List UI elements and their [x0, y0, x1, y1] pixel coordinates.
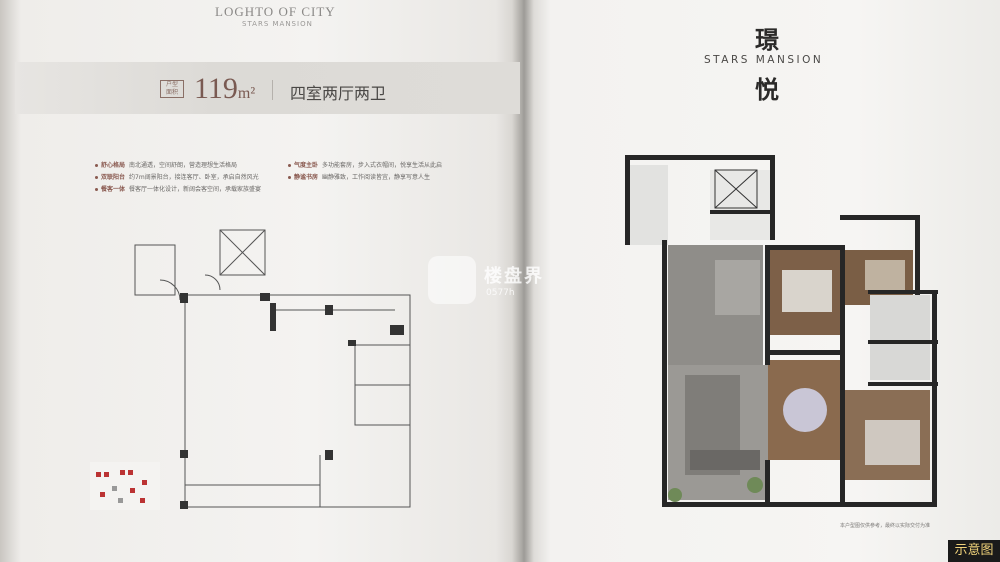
area-value: 119m² — [194, 72, 256, 105]
watermark-logo-icon — [428, 256, 476, 304]
feature-item: 双联阳台约7m阔景阳台，接连客厅、卧室，承启自然风光 — [95, 172, 259, 181]
book-gutter — [512, 0, 534, 562]
title-separator — [272, 80, 273, 100]
bullet-icon — [288, 176, 291, 179]
floor-plan-outline — [134, 229, 411, 509]
header-brand-sub: STARS MANSION — [242, 20, 313, 28]
header-brand-en: LOGHTO OF CITY — [215, 4, 336, 19]
bullet-icon — [95, 188, 98, 191]
furnished-floor-plan — [625, 155, 938, 507]
title-band — [15, 62, 520, 114]
area-unit: m² — [237, 85, 256, 102]
bullet-icon — [95, 164, 98, 167]
feature-item: 舒心格局南北通透，空间舒朗，营造理想生活格局 — [95, 160, 237, 169]
bullet-icon — [288, 164, 291, 167]
watermark-text: 楼盘界 — [484, 266, 544, 287]
footnote: 本户型图仅供参考，最终以实际交付为准 — [840, 523, 931, 529]
title-en: STARS MANSION — [704, 54, 824, 66]
bullet-icon — [95, 176, 98, 179]
schematic-label: 示意图 — [948, 540, 1000, 562]
key-plan-icon — [90, 462, 160, 510]
feature-item: 静谧书房幽静雅致，工作阅读皆宜，静享写意人生 — [288, 172, 430, 181]
watermark-sub: 0577h — [486, 288, 515, 298]
feature-item: 气度主卧多功能套房，步入式衣帽间，悦享生活从此启 — [288, 160, 442, 169]
layout-name: 四室两厅两卫 — [290, 84, 387, 103]
title-char-2: 悦 — [755, 75, 779, 104]
feature-item: 餐客一体餐客厅一体化设计，新阔会客空间，承载家族盛宴 — [95, 184, 261, 193]
title-char-1: 璟 — [755, 25, 779, 54]
unit-badge-icon: 户型面积 — [160, 80, 184, 98]
